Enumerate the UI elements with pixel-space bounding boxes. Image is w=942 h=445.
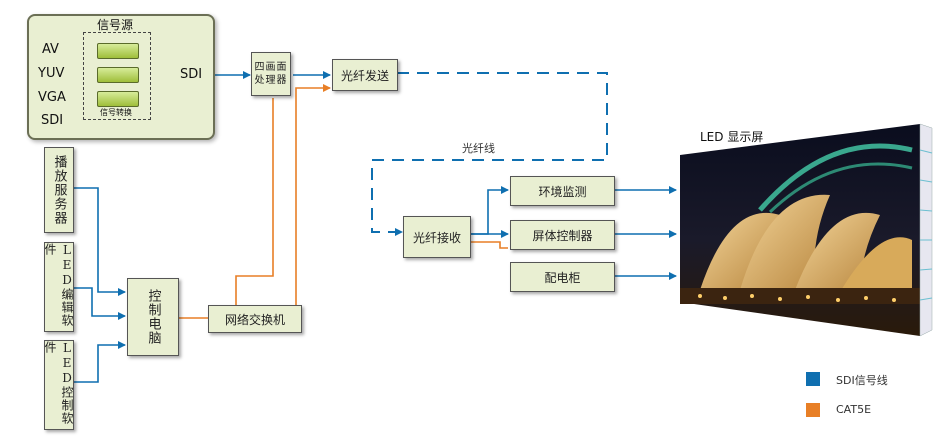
led-edit-software-box: LED编辑软件 (43, 242, 74, 332)
line-switch-to-quad (235, 98, 274, 305)
input-yuv: YUV (38, 66, 65, 81)
play-server-box: 播放服务器 (44, 147, 74, 233)
converter-module-vga (97, 91, 139, 107)
fiber-send-box: 光纤发送 (332, 59, 398, 91)
legend-swatch-cat5e (806, 403, 820, 417)
fiber-line-label: 光纤线 (462, 142, 495, 155)
line-ctrl-to-pc (72, 341, 126, 383)
screen-controller-box: 屏体控制器 (510, 220, 615, 250)
sdi-output-label: SDI (180, 67, 203, 82)
legend-label-sdi: SDI信号线 (836, 374, 888, 387)
legend-label-cat5e: CAT5E (836, 403, 872, 416)
line-switch-to-fiber (295, 84, 331, 305)
cat5e-lines (178, 84, 508, 319)
line-play-to-pc (72, 187, 126, 296)
power-cabinet-box: 配电柜 (510, 262, 615, 292)
input-sdi: SDI (41, 113, 64, 128)
control-pc-box: 控制电脑 (127, 278, 179, 356)
sdi-lines (67, 49, 677, 383)
quad-processor-box: 四画面处理器 (251, 52, 291, 96)
legend-swatch-sdi (806, 372, 820, 386)
input-av: AV (42, 42, 59, 57)
fiber-line (371, 72, 608, 236)
converter-module-yuv (97, 67, 139, 83)
led-display-label: LED 显示屏 (700, 130, 764, 144)
led-display-image (680, 123, 933, 337)
converter-label: 信号转换 (100, 108, 132, 117)
fiber-receive-box: 光纤接收 (403, 216, 471, 258)
led-control-software-box: LED控制软件 (43, 340, 74, 430)
input-vga: VGA (38, 90, 66, 105)
line-switch-to-recv (470, 241, 508, 249)
source-panel-title: 信号源 (97, 18, 134, 32)
env-monitor-box: 环境监测 (510, 176, 615, 206)
converter-module-av (97, 43, 139, 59)
converter-frame (83, 32, 151, 120)
network-switch-box: 网络交换机 (208, 305, 302, 333)
line-edit-to-pc (72, 287, 126, 320)
